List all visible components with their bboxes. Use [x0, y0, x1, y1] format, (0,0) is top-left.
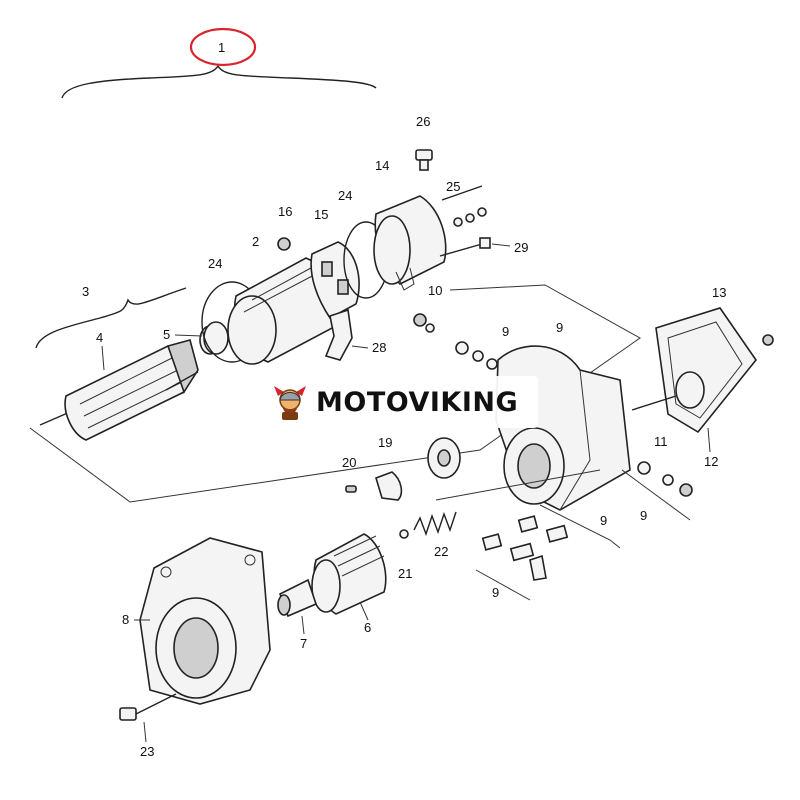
label-24a: 24 — [208, 256, 222, 271]
label-10: 10 — [428, 283, 442, 298]
pinion-gear — [427, 437, 461, 479]
label-9b: 9 — [556, 320, 563, 335]
label-20: 20 — [342, 455, 356, 470]
viking-mascot-icon — [274, 386, 306, 420]
label-11: 11 — [654, 434, 668, 449]
label-9c: 9 — [640, 508, 647, 523]
brush-plates — [481, 515, 569, 581]
label-15: 15 — [314, 207, 328, 222]
plunger — [631, 371, 705, 411]
label-21: 21 — [398, 566, 412, 581]
screw-26 — [415, 149, 433, 171]
nut-16 — [277, 237, 291, 251]
group-brace-1 — [61, 64, 377, 99]
armature — [39, 325, 221, 441]
small-parts-9 — [455, 341, 498, 370]
brush-spring — [324, 308, 353, 361]
end-cover — [373, 195, 447, 291]
pinion — [277, 578, 317, 618]
through-bolt-29 — [439, 237, 491, 257]
label-3: 3 — [82, 284, 89, 299]
watermark-banner: MOTOVIKING — [262, 376, 538, 428]
label-26: 26 — [416, 114, 430, 129]
label-4: 4 — [96, 330, 103, 345]
label-7: 7 — [300, 636, 307, 651]
group-brace-3 — [35, 287, 187, 349]
screw-13 — [762, 334, 774, 346]
label-6: 6 — [364, 620, 371, 635]
label-8: 8 — [122, 612, 129, 627]
label-9a: 9 — [502, 324, 509, 339]
label-23: 23 — [140, 744, 154, 759]
overrunning-clutch — [311, 533, 387, 615]
cup-19 — [375, 471, 403, 501]
label-24b: 24 — [338, 188, 352, 203]
pin-20 — [345, 485, 357, 493]
label-5: 5 — [163, 327, 170, 342]
label-29: 29 — [514, 240, 528, 255]
washer-21 — [399, 529, 409, 539]
label-1: 1 — [218, 40, 225, 55]
label-25: 25 — [446, 179, 460, 194]
label-16: 16 — [278, 204, 292, 219]
label-14: 14 — [375, 158, 389, 173]
spring-22 — [413, 511, 457, 537]
label-12: 12 — [704, 454, 718, 469]
label-9e: 9 — [492, 585, 499, 600]
bolt-23 — [119, 693, 177, 721]
brush-holder — [310, 241, 360, 320]
nuts-right — [637, 461, 693, 497]
washers-25 — [453, 207, 487, 227]
solenoid-cap — [655, 307, 757, 434]
highlight-circle — [189, 27, 257, 67]
label-9d: 9 — [600, 513, 607, 528]
label-2: 2 — [252, 234, 259, 249]
drive-end-housing — [139, 537, 271, 705]
label-13: 13 — [712, 285, 726, 300]
brand-name: MOTOVIKING — [316, 386, 519, 418]
label-22: 22 — [434, 544, 448, 559]
label-19: 19 — [378, 435, 392, 450]
bracket-25 — [441, 185, 483, 201]
bearing — [203, 321, 229, 355]
field-frame — [227, 257, 340, 365]
label-28: 28 — [372, 340, 386, 355]
washer-10 — [413, 313, 435, 333]
